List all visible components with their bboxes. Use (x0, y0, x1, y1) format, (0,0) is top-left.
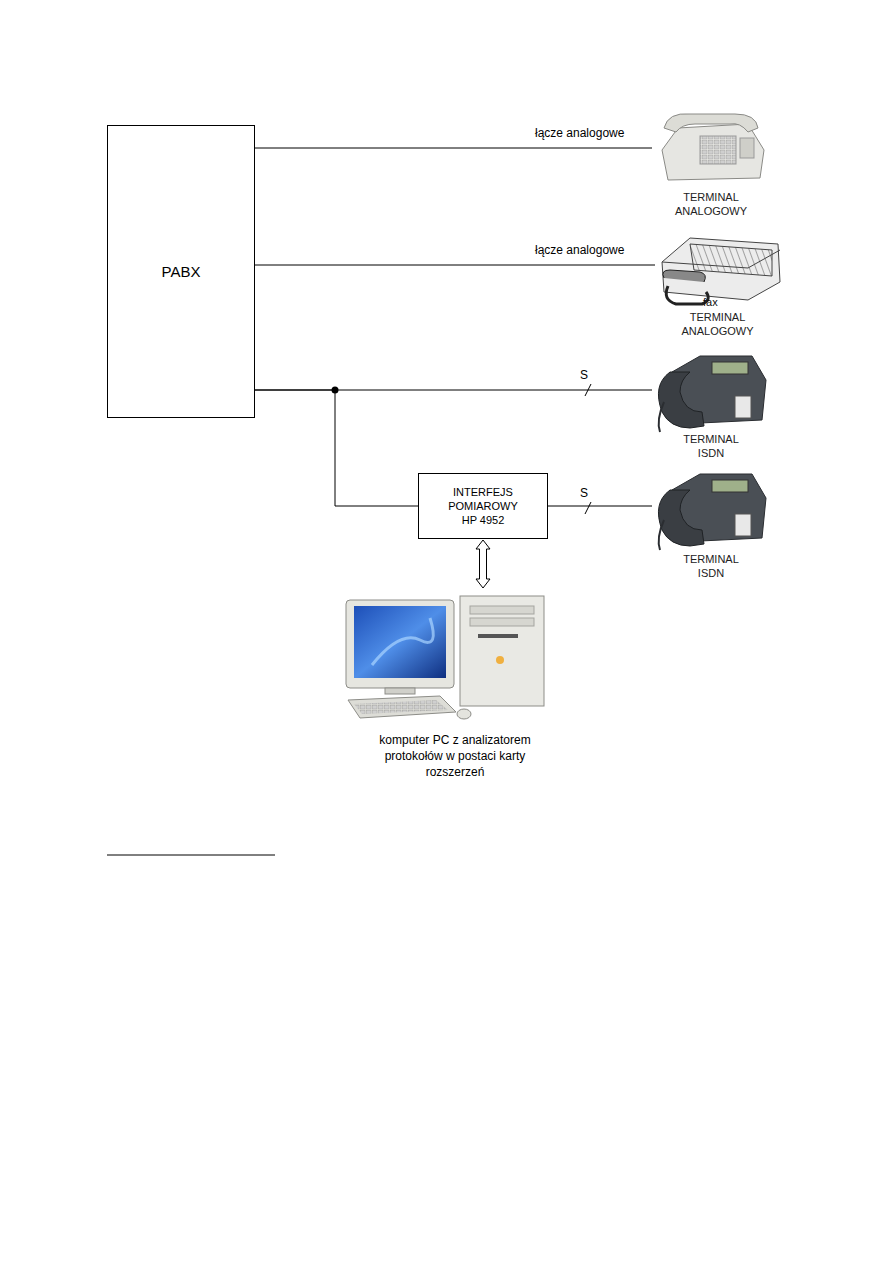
line-label: S (578, 368, 590, 382)
measurement-interface: INTERFEJS POMIAROWY HP 4952 (418, 473, 548, 539)
underline-rule (107, 855, 275, 856)
line-label: łącze analogowe (533, 243, 626, 257)
bus-slash (585, 502, 591, 514)
line-label: S (578, 486, 590, 500)
device-caption: komputer PC z analizatorem protokołów w … (370, 732, 540, 780)
connection-line (548, 506, 652, 507)
double-arrow (476, 540, 490, 588)
terminal-label: TERMINAL ANALOGOWY (672, 190, 750, 218)
fax-terminal: faxTERMINAL ANALOGOWY (655, 232, 780, 342)
isdn-terminal: TERMINAL ISDN (652, 350, 770, 464)
terminal-label: TERMINAL ISDN (672, 432, 750, 460)
line-label: łącze analogowe (533, 126, 626, 140)
pc-computer (346, 596, 544, 719)
terminal-label: TERMINAL ANALOGOWY (679, 310, 757, 338)
isdn-phone (658, 474, 766, 550)
node-text: INTERFEJS POMIAROWY HP 4952 (443, 485, 523, 527)
connection-line (255, 148, 652, 149)
pabx-box: PABX (107, 125, 255, 418)
analog-terminal: TERMINAL ANALOGOWY (652, 112, 770, 222)
connection-line (255, 390, 418, 506)
isdn-terminal: TERMINAL ISDN (652, 468, 770, 584)
fax-machine (662, 238, 780, 304)
node-text: PABX (162, 262, 201, 282)
analog-phone (662, 114, 764, 180)
isdn-phone (658, 356, 766, 432)
device-mark: fax (703, 296, 718, 308)
pc-analyzer: komputer PC z analizatorem protokołów w … (340, 588, 570, 784)
connection-line (255, 265, 655, 266)
terminal-label: TERMINAL ISDN (672, 552, 750, 580)
